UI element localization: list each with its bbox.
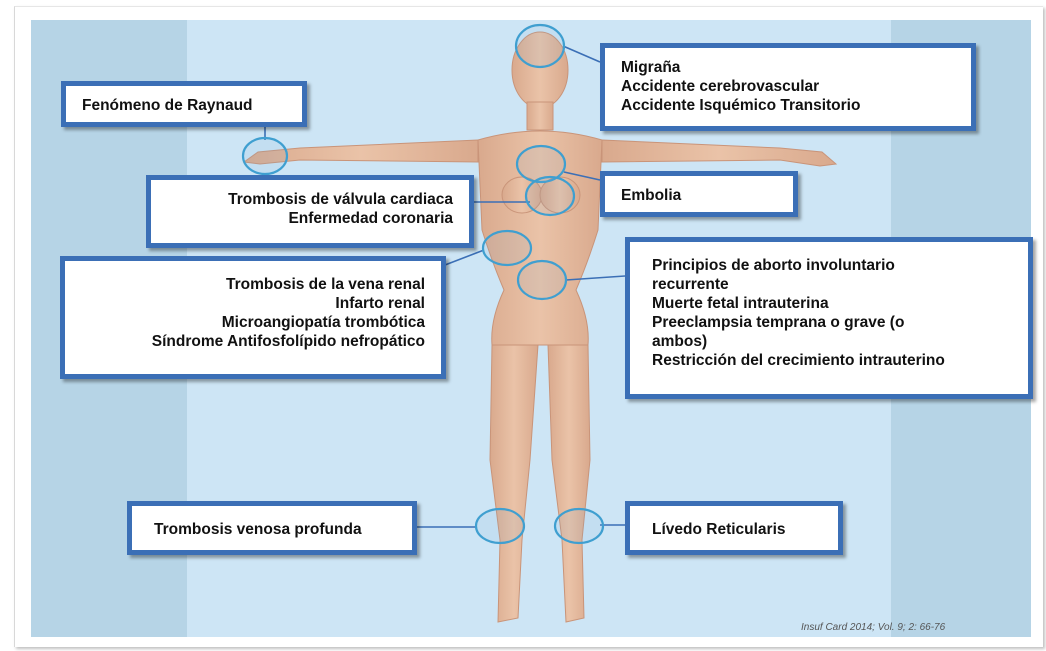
callout-livedo: Lívedo Reticularis xyxy=(625,501,843,555)
callout-embolia: Embolia xyxy=(600,171,798,217)
callout-renal-line: Síndrome Antifosfolípido nefropático xyxy=(81,332,425,351)
marker-ring-head xyxy=(516,25,564,67)
callout-obstetric: Principios de aborto involuntario recurr… xyxy=(625,237,1033,399)
marker-ring-knee-right xyxy=(476,509,524,543)
callout-head-line: Accidente cerebrovascular xyxy=(621,77,955,96)
citation: Insuf Card 2014; Vol. 9; 2: 66-76 xyxy=(801,622,945,633)
callout-obstetric-line: ambos) xyxy=(652,332,1012,351)
callout-renal-line: Infarto renal xyxy=(81,294,425,313)
callout-obstetric-line: Principios de aborto involuntario xyxy=(652,256,1012,275)
callout-head-line: Accidente Isquémico Transitorio xyxy=(621,96,955,115)
callout-renal: Trombosis de la vena renal Infarto renal… xyxy=(60,256,446,379)
callout-heart-line: Trombosis de válvula cardiaca xyxy=(167,190,453,209)
marker-ring-heart xyxy=(526,177,574,215)
callout-heart: Trombosis de válvula cardiaca Enfermedad… xyxy=(146,175,474,248)
marker-ring-abdomen xyxy=(518,261,566,299)
callout-renal-line: Microangiopatía trombótica xyxy=(81,313,425,332)
callout-obstetric-line: Preeclampsia temprana o grave (o xyxy=(652,313,1012,332)
marker-ring-wrist xyxy=(243,138,287,174)
callout-obstetric-line: Restricción del crecimiento intrauterino xyxy=(652,351,1012,370)
callout-obstetric-line: recurrente xyxy=(652,275,1012,294)
callout-dvt-line: Trombosis venosa profunda xyxy=(154,520,396,539)
marker-ring-chest xyxy=(517,146,565,182)
callout-renal-line: Trombosis de la vena renal xyxy=(81,275,425,294)
callout-obstetric-line: Muerte fetal intrauterina xyxy=(652,294,1012,313)
callout-head: Migraña Accidente cerebrovascular Accide… xyxy=(600,43,976,131)
callout-raynaud-line: Fenómeno de Raynaud xyxy=(82,96,286,115)
callout-livedo-line: Lívedo Reticularis xyxy=(652,520,822,539)
callout-raynaud: Fenómeno de Raynaud xyxy=(61,81,307,127)
callout-heart-line: Enfermedad coronaria xyxy=(167,209,453,228)
marker-ring-knee-left xyxy=(555,509,603,543)
callout-embolia-line: Embolia xyxy=(621,186,777,205)
callout-head-line: Migraña xyxy=(621,58,955,77)
callout-dvt: Trombosis venosa profunda xyxy=(127,501,417,555)
marker-ring-kidney xyxy=(483,231,531,265)
